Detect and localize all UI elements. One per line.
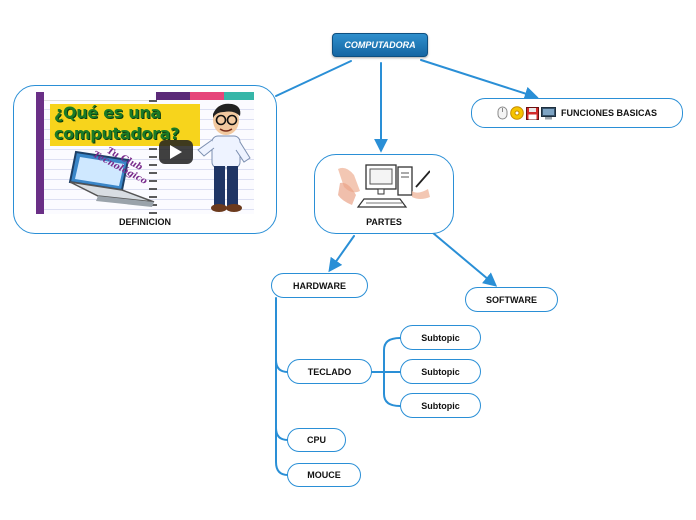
cpu-node[interactable]: CPU bbox=[287, 428, 346, 452]
laptop-icon bbox=[68, 150, 155, 207]
function-icons bbox=[497, 106, 556, 120]
notebook-spiral bbox=[149, 100, 157, 214]
partes-label: PARTES bbox=[366, 217, 402, 227]
teclado-label: TECLADO bbox=[307, 366, 352, 377]
play-button[interactable] bbox=[159, 140, 193, 164]
video-title: ¿Qué es una computadora? bbox=[54, 103, 180, 143]
link-partes-hardware bbox=[328, 235, 355, 273]
title-banner bbox=[50, 104, 200, 146]
cpu-label: CPU bbox=[306, 435, 326, 445]
software-label: SOFTWARE bbox=[486, 294, 537, 305]
hardware-label: HARDWARE bbox=[293, 280, 346, 291]
subtopic-label: Subtopic bbox=[421, 366, 460, 377]
monitor-icon bbox=[540, 106, 556, 119]
subtopic-node[interactable]: Subtopic bbox=[400, 325, 481, 350]
funciones-basicas-label: FUNCIONES BASICAS bbox=[560, 108, 657, 118]
link-root-funciones bbox=[420, 59, 539, 101]
link-root-definicion bbox=[275, 60, 352, 97]
subtopic-node[interactable]: Subtopic bbox=[400, 359, 481, 384]
link-teclado-subtopics bbox=[371, 337, 401, 407]
video-thumbnail[interactable]: ¿Qué es una computadora? Tu Club Tecnoló… bbox=[36, 92, 254, 214]
mouce-node[interactable]: MOUCE bbox=[287, 463, 361, 487]
play-icon bbox=[170, 145, 182, 159]
teacher-character-icon bbox=[197, 103, 251, 212]
definicion-label: DEFINICION bbox=[118, 217, 171, 227]
subtopic-node[interactable]: Subtopic bbox=[400, 393, 481, 418]
mouce-label: MOUCE bbox=[307, 470, 341, 480]
mouse-icon bbox=[497, 106, 508, 120]
subtopic-label: Subtopic bbox=[421, 400, 460, 411]
root-node[interactable]: COMPUTADORA bbox=[332, 33, 428, 57]
cd-icon bbox=[510, 106, 524, 120]
funciones-basicas-node[interactable]: FUNCIONES BASICAS bbox=[471, 98, 683, 128]
link-hardware-children bbox=[275, 297, 289, 476]
floppy-disk-icon bbox=[525, 106, 539, 120]
root-label: COMPUTADORA bbox=[344, 40, 416, 50]
teclado-node[interactable]: TECLADO bbox=[287, 359, 372, 384]
computer-sketch-image bbox=[338, 161, 430, 213]
subtopic-label: Subtopic bbox=[421, 332, 460, 343]
link-partes-software bbox=[432, 232, 498, 287]
software-node[interactable]: SOFTWARE bbox=[465, 287, 558, 312]
computer-sketch-icon bbox=[338, 164, 430, 208]
hardware-node[interactable]: HARDWARE bbox=[271, 273, 368, 298]
